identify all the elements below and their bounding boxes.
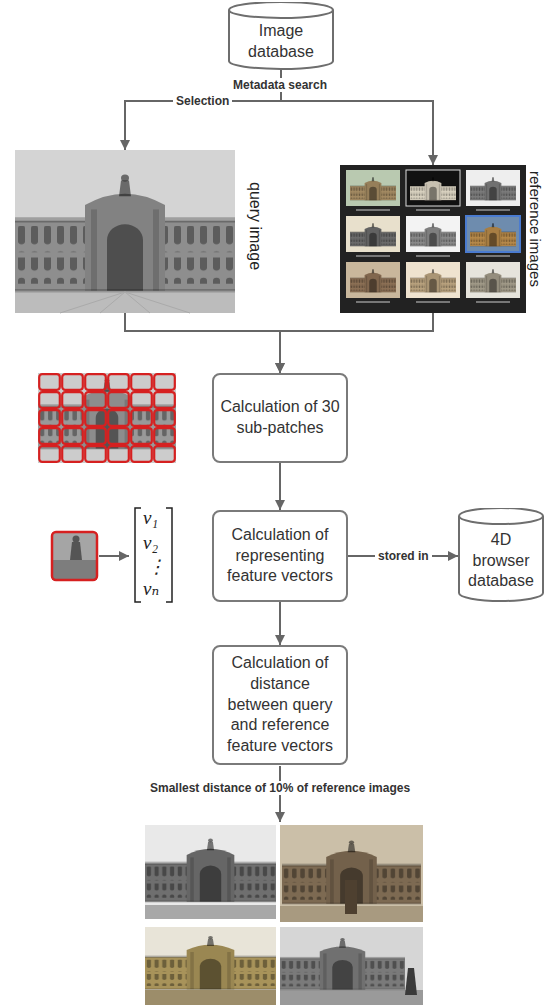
reference-grid <box>340 165 526 313</box>
annotation-label: Metadata search <box>230 78 330 92</box>
node-text: Image database <box>232 21 330 63</box>
single-patch <box>52 532 129 580</box>
flow-arrow <box>280 313 433 373</box>
vector-bracket <box>135 508 172 602</box>
process-box: Calculation of representing feature vect… <box>212 510 348 602</box>
image-caption: query image <box>247 182 263 270</box>
node-text: Calculation of representing feature vect… <box>220 525 340 587</box>
edge-label: stored in <box>375 549 432 563</box>
flow-arrow <box>279 463 281 510</box>
image-caption: reference images <box>528 171 543 287</box>
vector-entry: v₁ <box>143 507 158 529</box>
database-cylinder: 4D browser database <box>458 508 544 602</box>
sub-patch-grid <box>38 373 176 463</box>
node-text: Calculation of distance between query an… <box>220 653 340 757</box>
annotation-label: Smallest distance of 10% of reference im… <box>147 781 413 795</box>
query-photo <box>15 150 235 313</box>
process-box: Calculation of 30 sub-patches <box>212 373 348 463</box>
result-photos <box>145 825 423 1005</box>
process-box: Calculation of distance between query an… <box>212 645 348 765</box>
vector-entry: vₙ <box>143 578 159 600</box>
node-text: 4D browser database <box>462 530 540 592</box>
flow-arrow <box>279 602 281 645</box>
flow-arrow <box>125 313 280 373</box>
vector-entry: ⋮ <box>147 556 166 578</box>
edge-label: Selection <box>173 94 232 108</box>
vector-entry: v₂ <box>143 532 158 554</box>
reference-images: reference images <box>340 165 546 313</box>
query-image: query image <box>15 150 270 313</box>
node-text: Calculation of 30 sub-patches <box>220 397 340 439</box>
database-cylinder: Image database <box>228 2 334 70</box>
